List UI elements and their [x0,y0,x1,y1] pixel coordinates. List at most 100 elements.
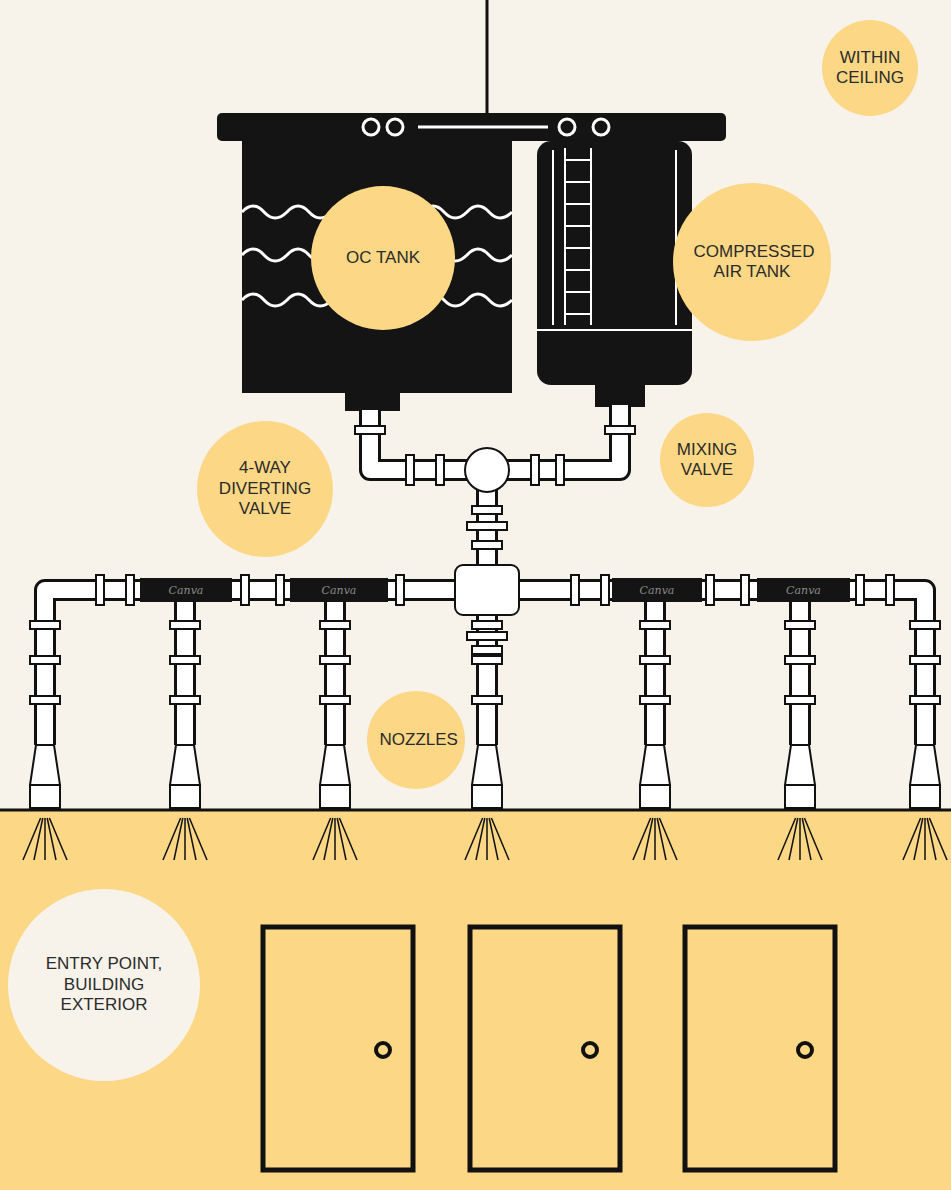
ladder-rung [565,181,591,183]
pipe-outline [324,590,346,745]
circle-label: COMPRESSED AIR TANK [694,242,811,283]
nozzle [472,745,502,785]
nozzle-tip [910,785,940,808]
flange [396,575,404,605]
location-circle: ENTRY POINT, BUILDING EXTERIOR [8,889,200,1081]
spray-line [44,818,46,860]
circle-label: MIXING VALVE [672,440,742,481]
flange [706,575,714,605]
pipe-segment [757,578,850,602]
nozzle-tip [320,785,350,808]
ladder-rung [565,203,591,205]
flange [910,696,940,704]
pipe-segment [140,578,232,602]
flange [472,656,502,664]
pipe [327,590,343,745]
flange [910,656,940,664]
flange [170,696,200,704]
flange [886,575,894,605]
spray-line [924,818,926,860]
flange [910,621,940,629]
flange [320,656,350,664]
ladder-rung [565,225,591,227]
flange [276,575,284,605]
spray-line [486,818,488,860]
doors [263,927,835,1170]
flange [320,696,350,704]
flange [320,621,350,629]
flange [30,621,60,629]
air-tank-body [537,141,692,385]
flange [531,455,539,485]
flange [605,426,635,434]
spray-line [659,818,677,860]
flange [30,656,60,664]
nozzle-tip [785,785,815,808]
spray-line [324,818,333,860]
spray-line [491,818,509,860]
flange [556,455,564,485]
flange [472,541,502,549]
ladder-rung [565,313,591,315]
pipe [177,590,193,745]
flange [472,696,502,704]
flange [355,426,385,434]
valve-label-circle: 4-WAY DIVERTING VALVE [197,421,333,557]
watermark: Canva [322,584,357,597]
flange [436,455,444,485]
flange [406,455,414,485]
ladder-rung [565,247,591,249]
nozzle [170,745,200,785]
mixing-valve-body [465,448,509,492]
ladder-rung [565,291,591,293]
flange [472,506,502,514]
flange [472,646,502,654]
flange [785,621,815,629]
watermark: Canva [640,584,675,597]
nozzle [910,745,940,785]
valve-handle [467,522,507,530]
spray-line [804,818,822,860]
spray-line [334,818,336,860]
ladder-rail [564,148,566,325]
pipe [647,590,663,745]
flange [571,575,579,605]
spray-line [654,818,656,860]
circle-label: WITHIN CEILING [835,48,906,89]
flange [785,656,815,664]
circle-label: ENTRY POINT, BUILDING EXTERIOR [33,954,175,1015]
nozzle [640,745,670,785]
circle-label: 4-WAY DIVERTING VALVE [215,458,316,519]
oc-tank-body [242,141,512,393]
flange [601,575,609,605]
spray-line [789,818,798,860]
location-circle: WITHIN CEILING [822,20,918,116]
flange [640,621,670,629]
nozzle [785,745,815,785]
spray-line [476,818,485,860]
flange [241,575,249,605]
flange [126,575,134,605]
flange [856,575,864,605]
nozzle-label-circle: NOZZLES [367,691,465,789]
valve-label-circle: MIXING VALVE [660,413,754,507]
nozzle-tip [640,785,670,808]
nozzle-tip [170,785,200,808]
ladder-rung [565,269,591,271]
spray-line [34,818,43,860]
spray-line [914,818,923,860]
flange [640,656,670,664]
spray-line [49,818,67,860]
circle-label: OC TANK [346,248,420,268]
tank-label-circle: OC TANK [311,186,455,330]
watermark: Canva [786,584,821,597]
hanging-wire [486,0,489,115]
flange [785,696,815,704]
watermark: Canva [169,584,204,597]
pipe-segment [290,578,388,602]
pipe-outline [789,590,811,745]
flange [741,575,749,605]
nozzle-tip [30,785,60,808]
ladder-rung [565,159,591,161]
nozzle-tip [472,785,502,808]
